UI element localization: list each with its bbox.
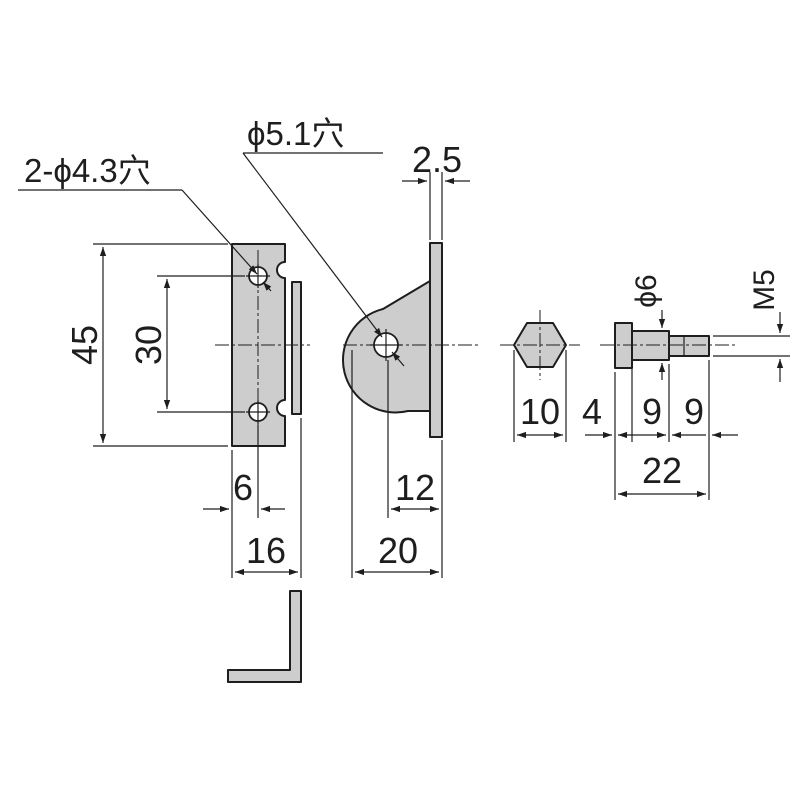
bracket-flange-edge [291, 281, 302, 415]
dim-10-label: 10 [520, 391, 560, 432]
dim-phi6: ϕ6 [630, 274, 666, 380]
dim-6: 6 [203, 425, 285, 578]
gusset-base-plate [429, 242, 443, 438]
gusset-side-view [341, 242, 480, 438]
dim-22-label: 22 [642, 450, 682, 491]
callout-small-holes: 2-ϕ4.3穴 [18, 152, 272, 292]
dim-16: 16 [235, 418, 302, 578]
dim-10: 10 [513, 350, 567, 442]
dim-20: 20 [351, 350, 443, 578]
dim-30: 30 [128, 275, 245, 413]
small-holes-callout: 2-ϕ4.3穴 [24, 152, 151, 189]
bracket-front-view [215, 243, 310, 447]
dim-20-label: 20 [378, 530, 418, 571]
hex-end-view [500, 310, 580, 380]
large-hole-callout: ϕ5.1穴 [247, 115, 344, 152]
callout-large-hole: ϕ5.1穴 [242, 115, 405, 367]
dim-4-label: 4 [582, 391, 602, 432]
dim-m5: M5 [713, 269, 790, 382]
dim-22: 22 [618, 450, 706, 498]
stud-side-view [600, 322, 735, 369]
stud-thread [668, 335, 710, 357]
bracket-side-profile [227, 590, 302, 683]
dim-12-label: 12 [395, 467, 435, 508]
dim-stud-lengths: 4 9 9 [582, 360, 738, 500]
dim-45-label: 45 [64, 325, 105, 365]
dim-m5-label: M5 [748, 269, 781, 311]
dim-6-label: 6 [233, 467, 253, 508]
dim-45: 45 [64, 243, 228, 447]
dim-30-label: 30 [128, 325, 169, 365]
dim-9a-label: 9 [642, 391, 662, 432]
dim-phi6-label: ϕ6 [630, 274, 663, 308]
dim-16-label: 16 [246, 530, 286, 571]
dim-9b-label: 9 [684, 391, 704, 432]
dim-2-5-label: 2.5 [412, 139, 462, 180]
dim-12: 12 [387, 360, 439, 518]
dim-2-5: 2.5 [402, 139, 470, 240]
